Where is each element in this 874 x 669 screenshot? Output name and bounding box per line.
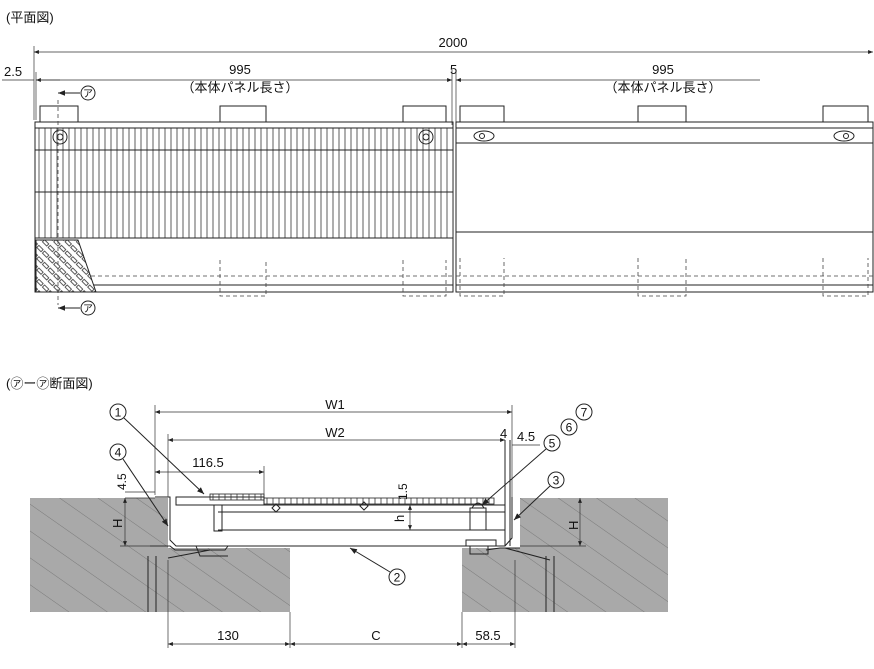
section-mark-top: ア (58, 85, 96, 101)
callout-2: 2 (349, 547, 406, 586)
dim-panel-left: 995 （本体パネル長さ） (36, 62, 452, 95)
anchor-left (147, 556, 157, 612)
section-mark-bottom: ア (58, 300, 96, 316)
callout-5-text: 5 (549, 437, 556, 451)
dim-h-right-text: H (566, 521, 581, 530)
plan-title: (平面図) (6, 10, 54, 25)
callout-7-text: 7 (581, 406, 588, 420)
section-mark-bottom-text: ア (83, 304, 93, 315)
left-panel (34, 100, 454, 305)
dim-gap-left: 2.5 (2, 64, 60, 120)
dim-w2-text: W2 (325, 425, 345, 440)
section-mark-top-text: ア (83, 89, 93, 100)
dim-gap-mid-text: 5 (450, 62, 457, 77)
ground-left (30, 498, 290, 612)
dim-w1-text: W1 (325, 397, 345, 412)
dim-h-left: H (110, 498, 170, 547)
dim-h-small: h (392, 505, 412, 530)
dim-130-text: 130 (217, 628, 239, 643)
dim-gap-left-text: 2.5 (4, 64, 22, 79)
dim-panel-right-text: 995 (652, 62, 674, 77)
callout-1: 1 (109, 403, 205, 495)
callout-3-text: 3 (553, 474, 560, 488)
dim-h-small-text: h (392, 515, 407, 522)
dim-bottom: 130 C 58.5 (167, 560, 516, 648)
dim-panel-right: 995 （本体パネル長さ） (456, 62, 760, 95)
dim-1165-text: 116.5 (192, 455, 224, 470)
callout-7: 7 (575, 403, 593, 421)
dim-panel-left-text: 995 (229, 62, 251, 77)
callout-4-text: 4 (115, 446, 122, 460)
dim-gap-mid: 5 (450, 62, 457, 125)
ground-right (462, 498, 668, 612)
callout-4: 4 (109, 443, 169, 527)
right-panel (455, 105, 874, 297)
dim-45-right: 4.5 (512, 429, 540, 446)
dim-4-text: 4 (500, 426, 507, 441)
callout-6: 6 (560, 418, 578, 436)
grating-section (150, 440, 551, 561)
dim-w2: W2 (167, 425, 505, 497)
dim-1165: 116.5 (155, 455, 265, 497)
callout-1-text: 1 (115, 406, 122, 420)
dim-w1: W1 (154, 397, 513, 497)
dim-panel-left-note: （本体パネル長さ） (181, 80, 298, 95)
callout-3: 3 (513, 471, 565, 521)
dim-total: 2000 (33, 35, 873, 120)
dim-h-right: H (520, 498, 586, 547)
callout-5: 5 (481, 434, 561, 506)
dim-15-text: 1.5 (396, 483, 410, 500)
dim-total-text: 2000 (439, 35, 468, 50)
dim-45-right-text: 4.5 (517, 429, 535, 444)
dim-c-text: C (371, 628, 380, 643)
section-title: (㋐ー㋐断面図) (6, 376, 93, 391)
dim-45-left: 4.5 (115, 473, 155, 499)
callout-6-text: 6 (566, 421, 573, 435)
dim-45-left-text: 4.5 (115, 473, 129, 490)
anchor-right (545, 556, 555, 612)
dim-panel-right-note: （本体パネル長さ） (604, 80, 721, 95)
callout-2-text: 2 (394, 571, 401, 585)
dim-h-left-text: H (110, 519, 125, 528)
dim-585-text: 58.5 (475, 628, 500, 643)
